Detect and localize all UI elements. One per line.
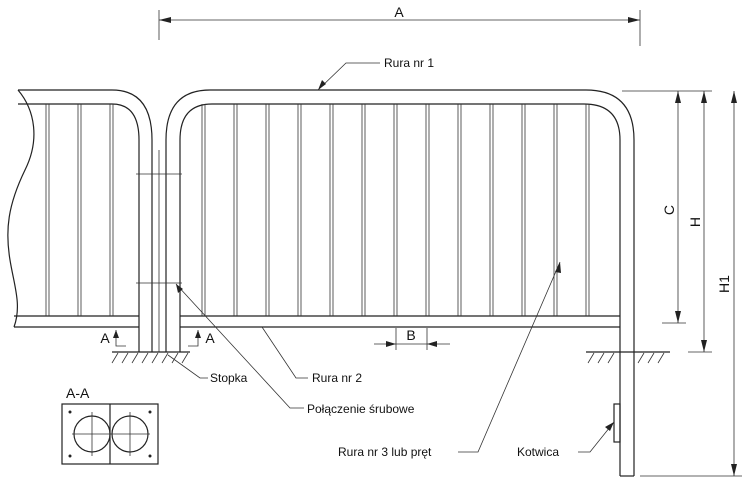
label-rura-1: Rura nr 1 — [384, 56, 434, 70]
label-rura-3: Rura nr 3 lub pręt — [338, 445, 432, 459]
label-kotwica: Kotwica — [517, 445, 559, 459]
leader-lines — [167, 62, 615, 453]
label-stopka: Stopka — [210, 371, 248, 385]
section-aa-detail: A-A — [61, 385, 159, 465]
section-left-label: A — [100, 330, 110, 346]
dimension-b-label: B — [406, 327, 415, 343]
section-marker-left: A — [100, 330, 126, 347]
section-right-label: A — [205, 330, 215, 346]
section-marker-right: A — [188, 330, 215, 347]
ground-hatch-left — [111, 351, 190, 364]
dimension-extension-lines — [622, 90, 742, 477]
dimension-a: A — [158, 4, 641, 46]
dimension-h1: H1 — [716, 91, 737, 476]
ground-hatch-right — [586, 351, 670, 364]
anchor-plate — [613, 403, 621, 443]
bolt-marks — [136, 173, 182, 284]
vertical-bars — [45, 104, 590, 316]
break-edge — [7, 89, 35, 328]
label-polaczenie: Połączenie śrubowe — [307, 402, 415, 416]
dimension-b: B — [374, 327, 450, 350]
bottom-rail — [14, 315, 620, 328]
top-rail — [18, 89, 635, 477]
dimension-c-label: C — [661, 205, 677, 215]
dimension-h: H — [687, 91, 707, 352]
dimension-h1-label: H1 — [716, 275, 732, 293]
dimension-a-label: A — [394, 4, 404, 20]
dimension-c: C — [661, 91, 681, 323]
section-aa-title: A-A — [66, 385, 90, 401]
label-rura-2: Rura nr 2 — [312, 371, 362, 385]
dimension-h-label: H — [687, 217, 703, 227]
